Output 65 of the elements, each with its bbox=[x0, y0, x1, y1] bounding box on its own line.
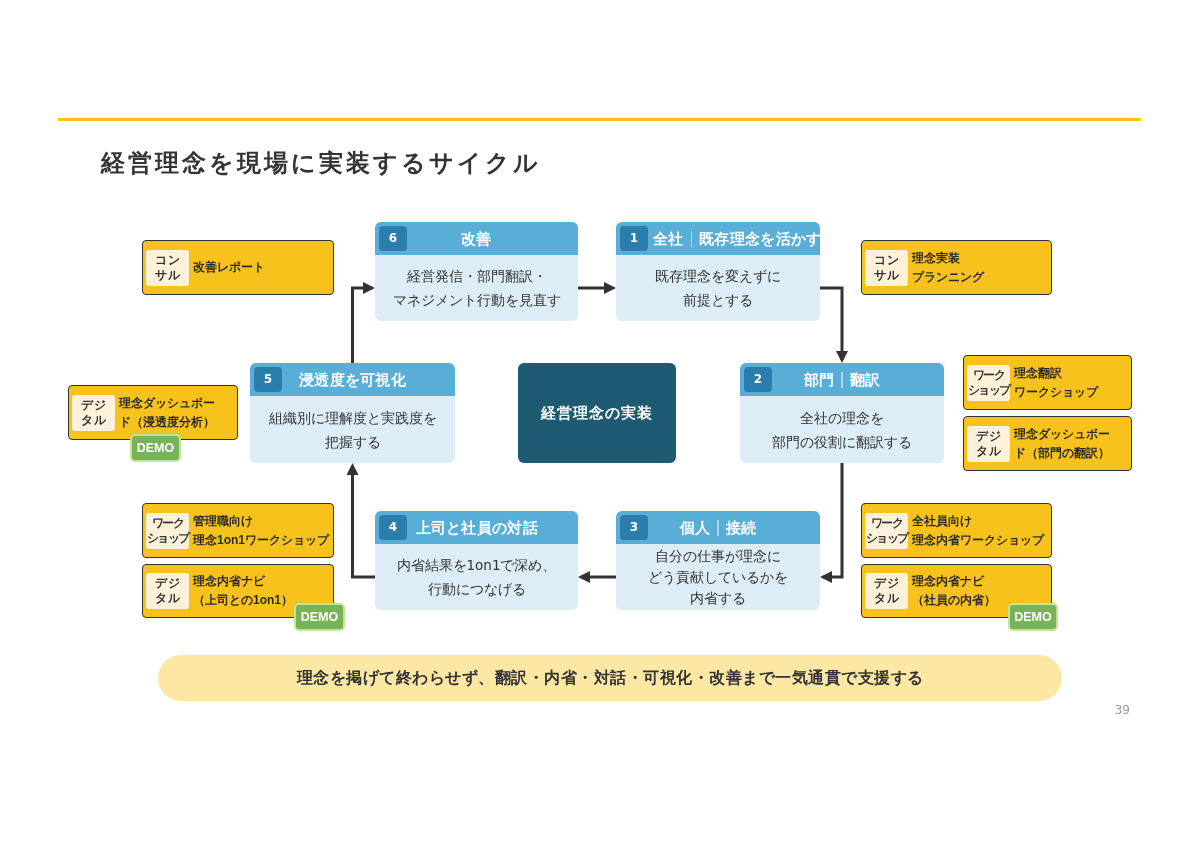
step-description: 内省結果を1on1で深め、行動につなげる bbox=[395, 556, 558, 599]
step-description: 既存理念を変えずに前提とする bbox=[654, 267, 782, 310]
service-name: 理念ダッシュボード（部門の翻訳） bbox=[1014, 425, 1111, 462]
step-title: 部門 bbox=[803, 370, 835, 390]
step-card bbox=[616, 222, 820, 321]
arrow bbox=[820, 463, 844, 583]
category-tag: コンサル bbox=[146, 249, 189, 286]
step-title: 既存理念を活かす bbox=[699, 229, 820, 249]
number-badge: 5 bbox=[254, 367, 282, 392]
service-name: 改善レポート bbox=[193, 259, 265, 276]
step-title: 翻訳 bbox=[849, 370, 881, 390]
step-card bbox=[616, 511, 820, 610]
demo-badge: DEMO bbox=[294, 603, 345, 631]
step-description: 組織別に理解度と実践度を把握する bbox=[267, 408, 438, 452]
number-badge: 4 bbox=[379, 515, 407, 540]
category-tag: ワークショップ bbox=[967, 364, 1010, 401]
category-tag: デジタル bbox=[865, 573, 908, 609]
arrow bbox=[820, 286, 848, 363]
category-tag: デジタル bbox=[967, 425, 1010, 462]
step-title: 改善 bbox=[461, 229, 492, 249]
service-card bbox=[861, 240, 1052, 295]
slide-title: 経営理念を現場に実装するサイクル bbox=[101, 148, 541, 179]
step-title: 全社 bbox=[653, 229, 684, 249]
service-card bbox=[68, 385, 238, 440]
step-description: 経営発信・部門翻訳・マネジメント行動を見直す bbox=[391, 267, 562, 310]
demo-badge: DEMO bbox=[130, 434, 181, 462]
service-card bbox=[963, 416, 1132, 471]
step-card bbox=[740, 363, 944, 463]
number-badge: 3 bbox=[620, 515, 648, 540]
step-title: 接続 bbox=[725, 518, 757, 538]
service-name: 管理職向け理念1on1ワークショップ bbox=[193, 512, 331, 549]
page-number: 39 bbox=[1113, 702, 1130, 718]
step-card bbox=[375, 222, 578, 321]
arrow bbox=[351, 282, 375, 363]
arrow bbox=[578, 571, 616, 583]
service-name: 理念実装プランニング bbox=[912, 249, 986, 286]
number-badge: 6 bbox=[379, 226, 407, 251]
service-card bbox=[142, 240, 334, 295]
number-badge: 1 bbox=[620, 226, 648, 251]
service-name: 理念内省ナビ（上司との1on1） bbox=[193, 573, 294, 609]
demo-badge: DEMO bbox=[1008, 603, 1058, 631]
service-name: 理念ダッシュボード（浸透度分析） bbox=[119, 394, 216, 431]
service-card bbox=[861, 503, 1052, 558]
service-name: 全社員向け理念内省ワークショップ bbox=[912, 512, 1046, 549]
center-box: 経営理念の実装 bbox=[518, 363, 676, 463]
step-description: 自分の仕事が理念にどう貢献しているかを内省する bbox=[647, 546, 789, 608]
step-title: 浸透度を可視化 bbox=[299, 370, 407, 390]
step-card bbox=[375, 511, 578, 610]
step-title: 上司と社員の対話 bbox=[415, 518, 538, 538]
service-name: 理念翻訳ワークショップ bbox=[1014, 364, 1100, 401]
arrow bbox=[578, 282, 616, 294]
arrow bbox=[346, 463, 375, 579]
category-tag: デジタル bbox=[72, 394, 115, 431]
number-badge: 2 bbox=[744, 367, 772, 392]
service-name: 理念内省ナビ（社員の内省） bbox=[912, 573, 997, 609]
step-title: 個人 bbox=[679, 518, 711, 538]
category-tag: ワークショップ bbox=[865, 512, 908, 549]
summary-banner: 理念を掲げて終わらせず、翻訳・内省・対話・可視化・改善まで一気通貫で支援する bbox=[158, 655, 1062, 701]
category-tag: デジタル bbox=[146, 573, 189, 609]
service-card bbox=[963, 355, 1132, 410]
step-description: 全社の理念を部門の役割に翻訳する bbox=[771, 408, 913, 452]
service-card bbox=[142, 503, 334, 558]
step-card bbox=[250, 363, 455, 463]
category-tag: ワークショップ bbox=[146, 512, 189, 549]
category-tag: コンサル bbox=[865, 249, 908, 286]
